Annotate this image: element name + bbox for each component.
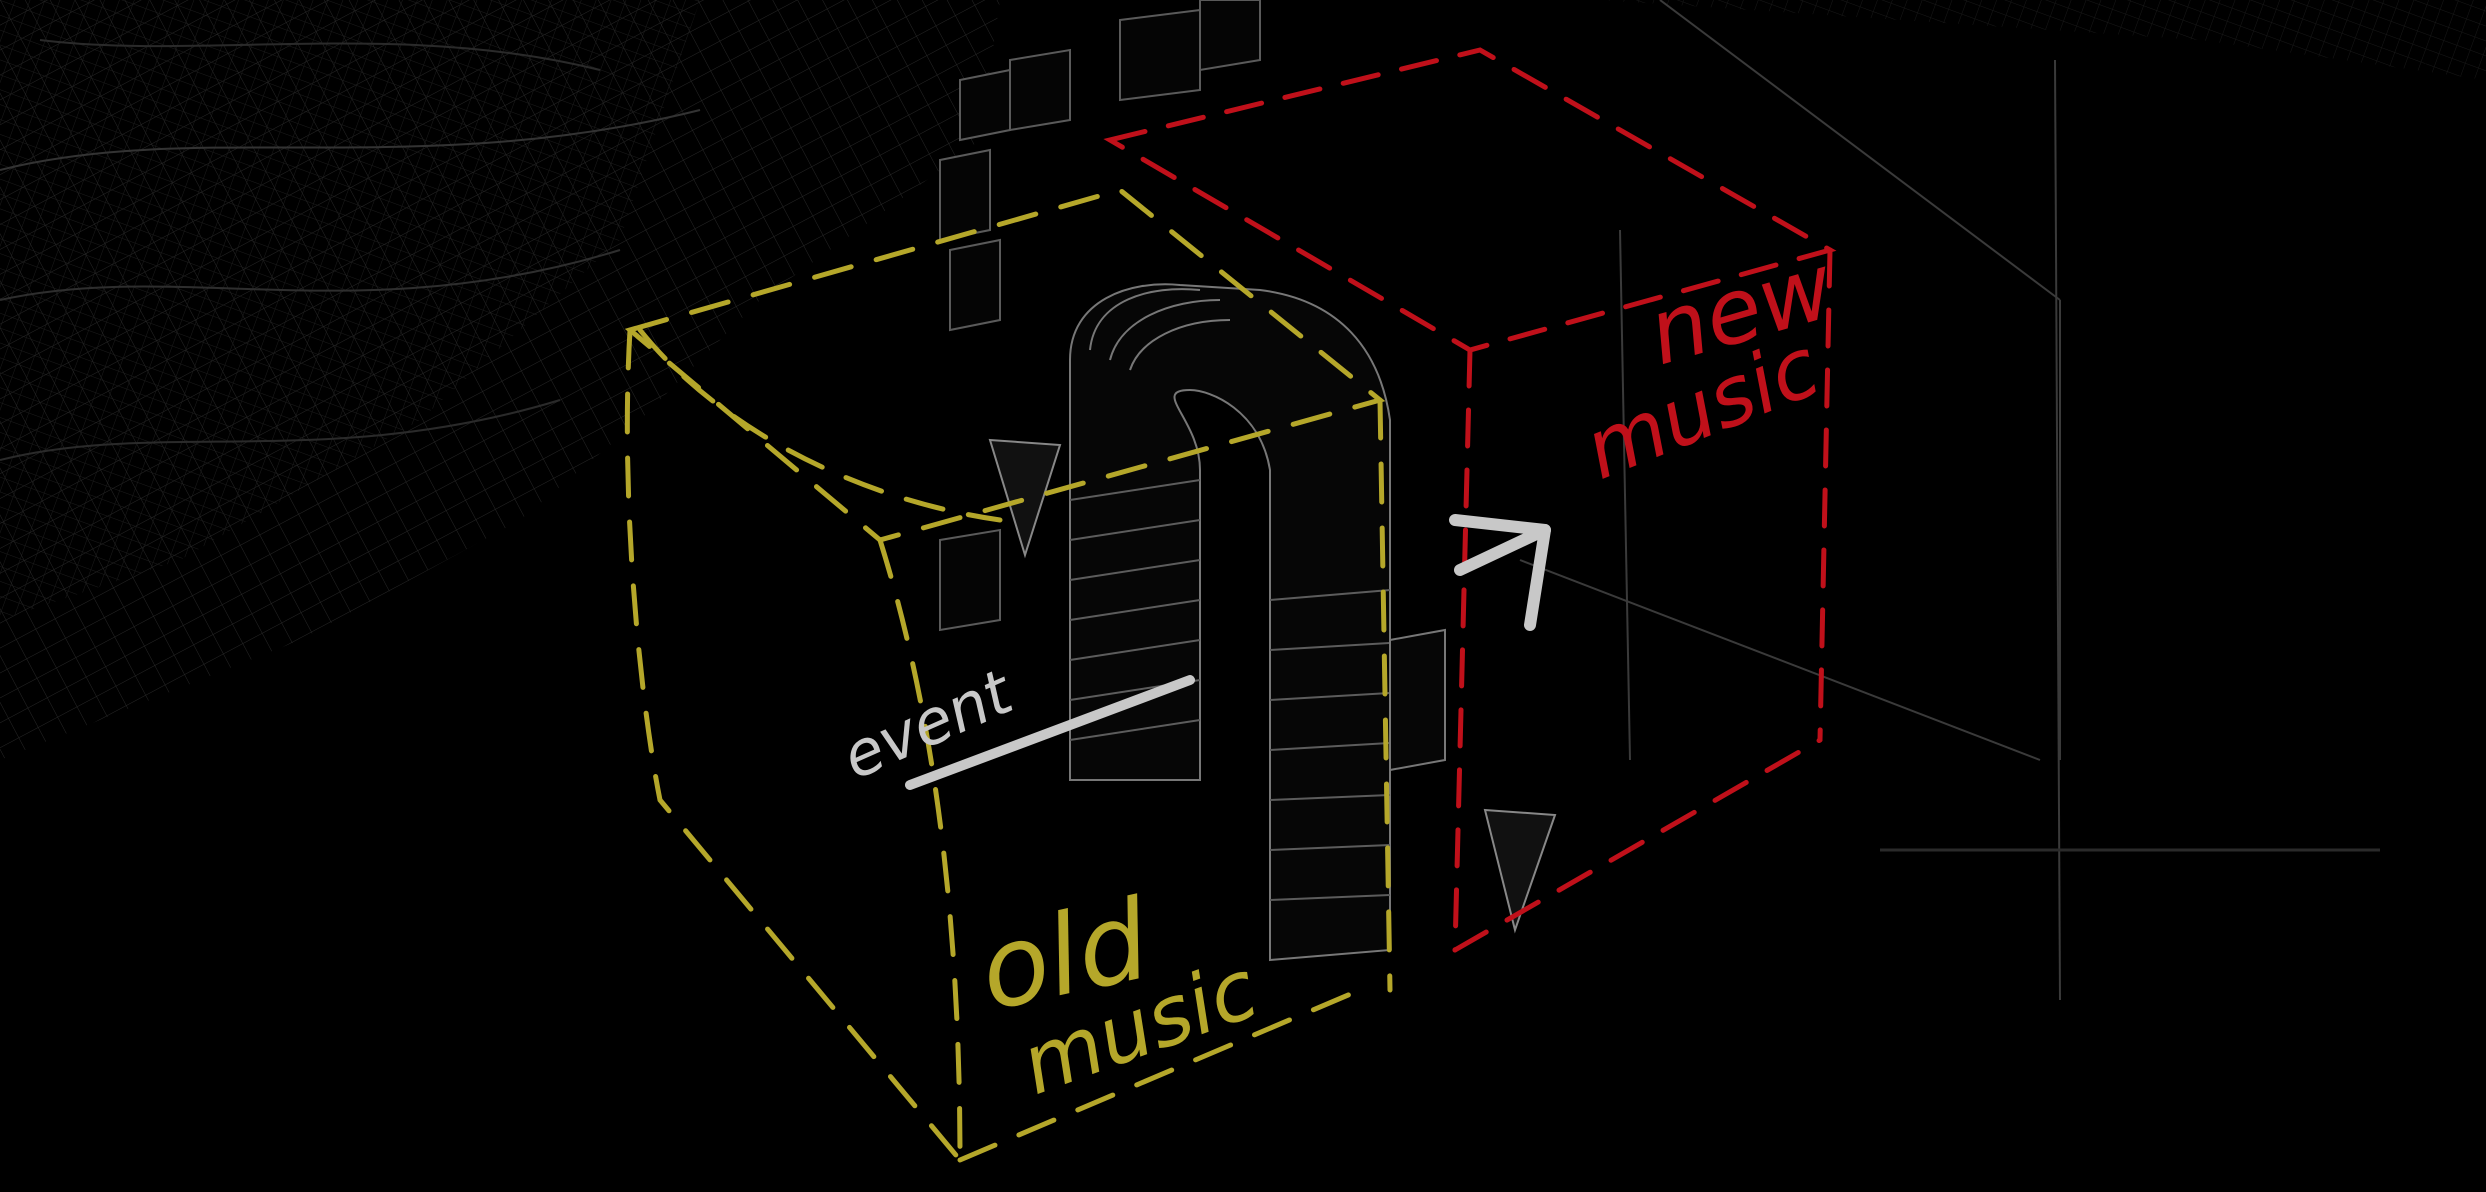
arch-structure [1069,283,1446,962]
building-outline [1519,0,2380,1001]
arrow-up-right-icon [1449,514,1551,631]
old-music-zone [624,187,1393,1163]
new-music-zone [1103,47,1837,953]
event-trigger-line [905,675,1195,790]
terrain-wireframe [0,0,2486,760]
emitter-cones [988,438,1557,934]
event-label: event [831,654,1024,794]
stepped-wall [939,0,1261,632]
